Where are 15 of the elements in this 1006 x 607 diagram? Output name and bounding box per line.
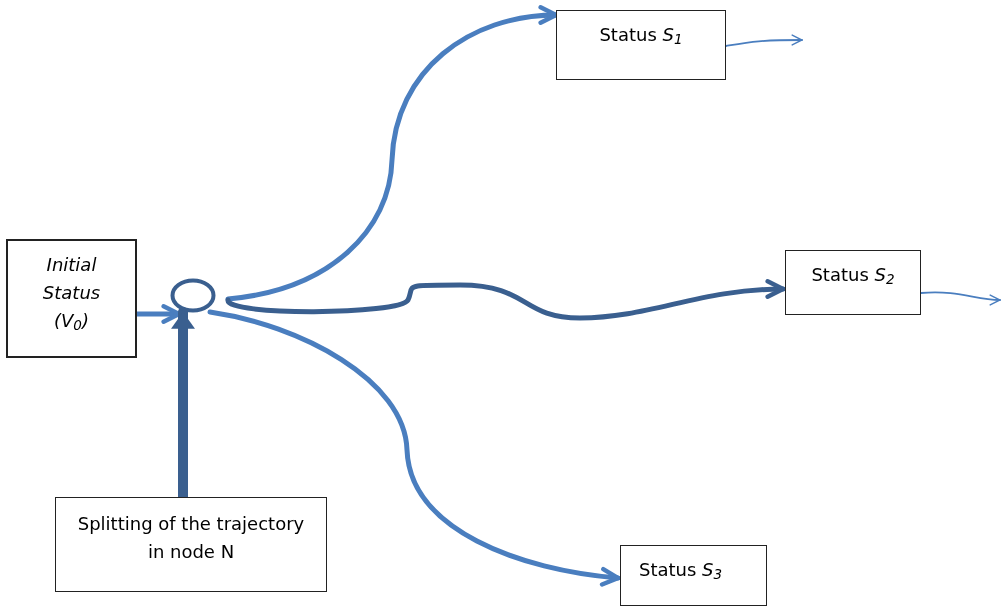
node-circle	[170, 278, 216, 313]
arrow	[207, 309, 621, 587]
note-box	[55, 497, 327, 592]
arrow	[725, 34, 803, 47]
box-label: Status S$_{1}$	[598, 23, 684, 48]
arrow	[225, 279, 786, 321]
status-box	[785, 250, 921, 315]
status-box	[556, 10, 726, 80]
status-box	[620, 545, 767, 606]
box-label: Status S$_{2}$	[810, 263, 896, 288]
box-label: Status S$_{3}$	[638, 558, 724, 583]
status-box	[6, 239, 137, 358]
box-label: Splitting of the trajectory in node N	[76, 512, 306, 564]
box-label: Initial Status (V$_{0}$)	[41, 253, 102, 335]
arrow	[920, 291, 1001, 306]
